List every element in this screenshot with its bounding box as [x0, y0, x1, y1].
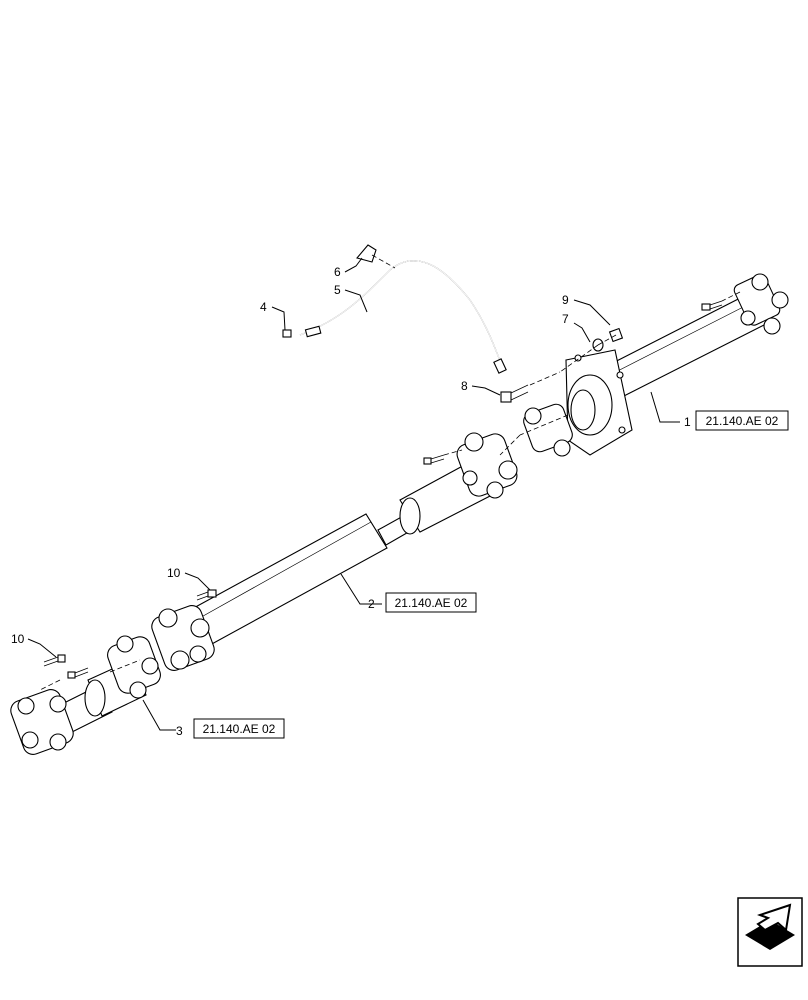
callout-4: 4 [260, 300, 267, 314]
bolt-10-upper [196, 589, 217, 601]
alignment-lines [39, 254, 741, 691]
leader-lines [27, 257, 680, 731]
reference-2-label: 21.140.AE 02 [395, 596, 468, 610]
shaft-2-assembly [151, 432, 518, 671]
callout-10-upper: 10 [167, 566, 181, 580]
callout-5: 5 [334, 283, 341, 297]
callout-3: 3 [176, 724, 183, 738]
callout-8: 8 [461, 379, 468, 393]
callout-2: 2 [368, 597, 375, 611]
universal-joint-3-top [107, 635, 161, 699]
callout-1: 1 [684, 415, 691, 429]
shaft-3-assembly [10, 635, 161, 755]
bolt-8 [500, 384, 529, 403]
slip-yoke-1 [523, 403, 573, 457]
callout-6: 6 [334, 265, 341, 279]
reference-3-label: 21.140.AE 02 [203, 722, 276, 736]
next-page-arrow-icon[interactable] [737, 897, 803, 967]
bolt-shaft-2-top [423, 454, 445, 465]
clip-6 [356, 244, 377, 263]
grease-line-5 [299, 260, 507, 374]
universal-joint-2-top [456, 432, 518, 499]
reference-1-label: 21.140.AE 02 [706, 414, 779, 428]
bolt-right-end [701, 300, 723, 311]
universal-joint-right [733, 273, 789, 335]
reference-box-1[interactable]: 21.140.AE 02 [695, 410, 789, 431]
callout-10-lower: 10 [11, 632, 25, 646]
fitting-4 [282, 329, 292, 338]
universal-joint-3-bottom [10, 689, 74, 755]
reference-box-3[interactable]: 21.140.AE 02 [193, 718, 285, 739]
bolt-shaft-3 [67, 667, 89, 679]
bolt-10-lower [43, 654, 66, 667]
shaft-1-assembly [523, 273, 789, 457]
reference-box-2[interactable]: 21.140.AE 02 [385, 592, 477, 613]
callout-7: 7 [562, 312, 569, 326]
universal-joint-2-bottom [151, 605, 215, 671]
callout-9: 9 [562, 293, 569, 307]
